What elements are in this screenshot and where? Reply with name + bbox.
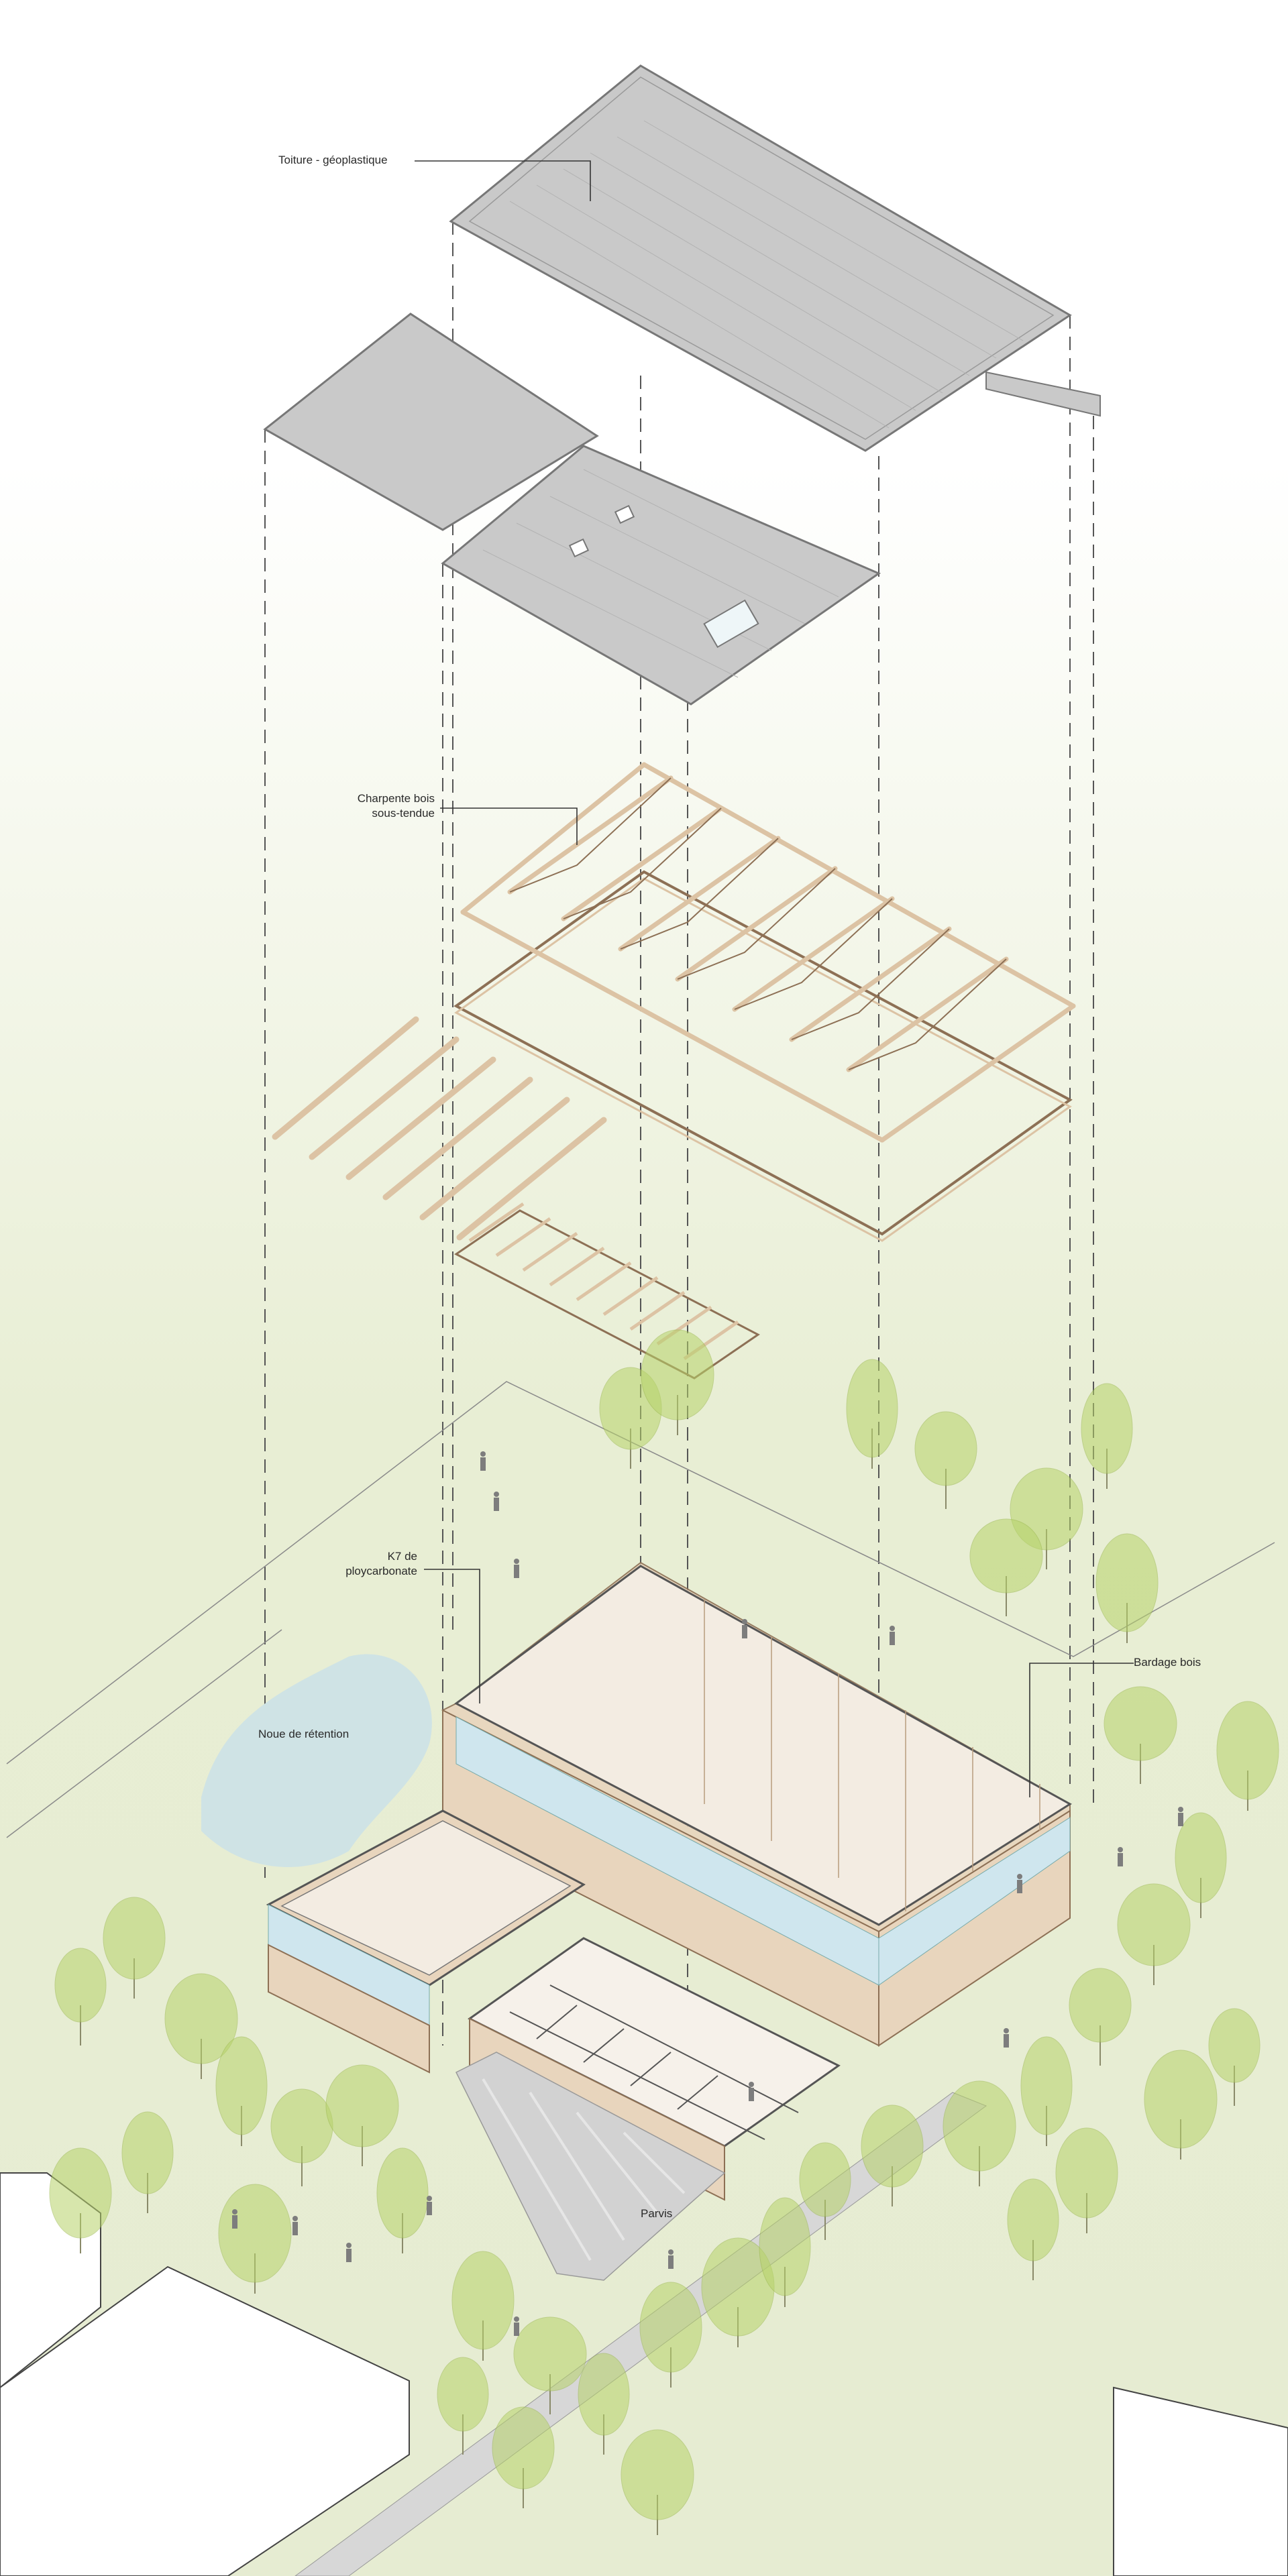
roof-layer [263, 64, 1101, 706]
person-figure [346, 2243, 352, 2262]
tree [943, 2080, 1016, 2186]
person-figure [1017, 1874, 1022, 1893]
person-figure [1004, 2028, 1009, 2048]
trees [49, 1329, 1279, 2535]
leader-lines [415, 160, 1134, 1797]
tree [218, 2184, 292, 2294]
tree [325, 2064, 399, 2166]
tree [1104, 1686, 1177, 1784]
tree [492, 2406, 555, 2508]
label-frame: Charpente bois sous-tendue [315, 791, 435, 821]
tree [1081, 1383, 1133, 1489]
tree [54, 1948, 107, 2046]
tree [451, 2251, 515, 2361]
label-cladding: Bardage bois [1134, 1656, 1201, 1669]
person-figure [292, 2216, 298, 2235]
person-figure [749, 2082, 754, 2101]
tree [103, 1897, 166, 1999]
tree [1208, 2008, 1260, 2106]
tree [641, 1329, 714, 1435]
tree [1144, 2050, 1218, 2160]
tree [376, 2147, 429, 2253]
people [232, 1451, 1183, 2336]
neighbor-buildings [0, 2172, 1288, 2576]
tree [621, 2429, 694, 2535]
tree [1020, 2036, 1073, 2146]
retention-pond [201, 1654, 432, 1867]
small-roof [263, 313, 599, 531]
person-figure [890, 1626, 895, 1645]
tree [121, 2111, 174, 2213]
label-k7: K7 de ploycarbonate [288, 1549, 417, 1579]
tree [49, 2147, 112, 2253]
label-frame-line1: Charpente bois [357, 792, 435, 805]
tree [215, 2036, 268, 2146]
person-figure [514, 2316, 519, 2336]
label-k7-line1: K7 de [387, 1550, 417, 1563]
tree [1216, 1701, 1279, 1811]
tree [861, 2105, 924, 2206]
tree [164, 1973, 238, 2079]
tree [639, 2282, 702, 2388]
label-forecourt: Parvis [641, 2207, 673, 2220]
label-roof: Toiture - géoplastique [278, 154, 388, 166]
tree [1069, 1968, 1132, 2066]
person-figure [494, 1492, 499, 1511]
middle-roof [441, 445, 881, 706]
joist-grid [454, 1202, 760, 1380]
tree [270, 2088, 333, 2186]
tree [799, 2142, 851, 2240]
building [266, 1561, 1072, 2576]
person-figure [1118, 1847, 1123, 1866]
person-figure [742, 1619, 747, 1638]
tree [969, 1518, 1043, 1616]
tree [759, 2197, 811, 2307]
person-figure [668, 2249, 674, 2269]
tree [1095, 1533, 1159, 1643]
tree [1175, 1812, 1227, 1918]
tree [578, 2353, 630, 2455]
main-roof [449, 64, 1072, 452]
tree [437, 2357, 489, 2455]
timber-frame-layer [272, 762, 1076, 1380]
person-figure [480, 1451, 486, 1471]
person-figure [1178, 1807, 1183, 1826]
person-figure [427, 2196, 432, 2215]
tree [513, 2316, 587, 2414]
label-frame-line2: sous-tendue [372, 807, 435, 820]
forecourt [455, 2052, 726, 2281]
person-figure [514, 1559, 519, 1578]
tree [914, 1411, 977, 1509]
person-figure [232, 2209, 237, 2229]
tree [846, 1359, 898, 1469]
tree [1117, 1883, 1191, 1985]
label-k7-line2: ploycarbonate [345, 1565, 417, 1577]
tree [1055, 2127, 1118, 2233]
site-fence [6, 1381, 1275, 1838]
label-retention: Noue de rétention [258, 1728, 350, 1740]
tree [1007, 2178, 1059, 2280]
